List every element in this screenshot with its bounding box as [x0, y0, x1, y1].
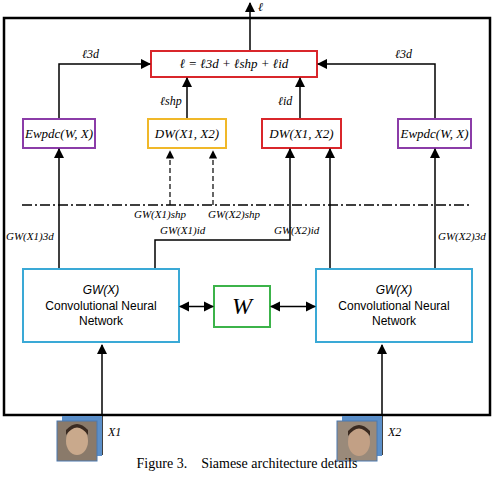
connector-arrow: [59, 64, 150, 118]
node-text: GW(X): [376, 283, 413, 297]
distance-box: DW(X1, X2): [147, 118, 227, 149]
feature-label: GW(X2)shp: [208, 208, 260, 220]
connector-arrow: [299, 78, 301, 118]
node-text: DW(X1, X2): [269, 126, 333, 142]
connector-arrow: [318, 64, 435, 118]
edge-label: GW(X1)id: [160, 224, 205, 236]
cnn-box: GW(X) Convolutional Neural Network: [22, 268, 180, 343]
connector-arrow: [186, 78, 188, 118]
edge-label: ℓ3d: [82, 47, 99, 62]
node-text: W: [232, 292, 252, 321]
node-text: Convolutional Neural Network: [317, 299, 471, 328]
cnn-box: GW(X) Convolutional Neural Network: [315, 268, 473, 343]
connector-arrow: [329, 149, 331, 268]
connector-arrow: [180, 306, 213, 308]
edge-label: GW(X2)id: [274, 224, 319, 236]
node-text: Ewpdc(W, X): [25, 126, 93, 142]
face-image: [337, 416, 382, 461]
connector-arrow: [434, 149, 436, 268]
energy-box: Ewpdc(W, X): [22, 118, 96, 149]
node-text: GW(X): [83, 283, 120, 297]
dashed-arrow: [212, 151, 213, 205]
dashed-arrow: [169, 151, 170, 205]
edge-label: ℓ3d: [395, 47, 412, 62]
node-text: Ewpdc(W, X): [400, 126, 468, 142]
loss-box: ℓ = ℓ3d + ℓshp + ℓid: [150, 50, 318, 78]
output-arrow: [249, 3, 251, 50]
face-image: [57, 416, 102, 461]
edge-label: GW(X1)3d: [6, 230, 54, 242]
weights-box: W: [213, 285, 271, 328]
edge-label: ℓid: [278, 94, 292, 109]
edge-label: ℓshp: [160, 94, 182, 109]
shape-bus: [22, 204, 472, 206]
node-text: Convolutional Neural Network: [24, 299, 178, 328]
input-label: X2: [388, 425, 401, 440]
figure-caption: Figure 3. Siamese architecture details: [0, 456, 494, 472]
feature-label: GW(X1)shp: [134, 208, 186, 220]
connector-arrow: [271, 306, 315, 308]
input-label: X1: [108, 425, 121, 440]
node-text: DW(X1, X2): [155, 126, 219, 142]
edge-label: GW(X2)3d: [438, 230, 486, 242]
node-text: ℓ = ℓ3d + ℓshp + ℓid: [180, 56, 289, 72]
outer-frame: [4, 18, 490, 415]
output-label: ℓ: [258, 0, 263, 15]
energy-box: Ewpdc(W, X): [397, 118, 472, 149]
connector-arrow: [58, 149, 60, 268]
distance-box: DW(X1, X2): [261, 118, 342, 149]
